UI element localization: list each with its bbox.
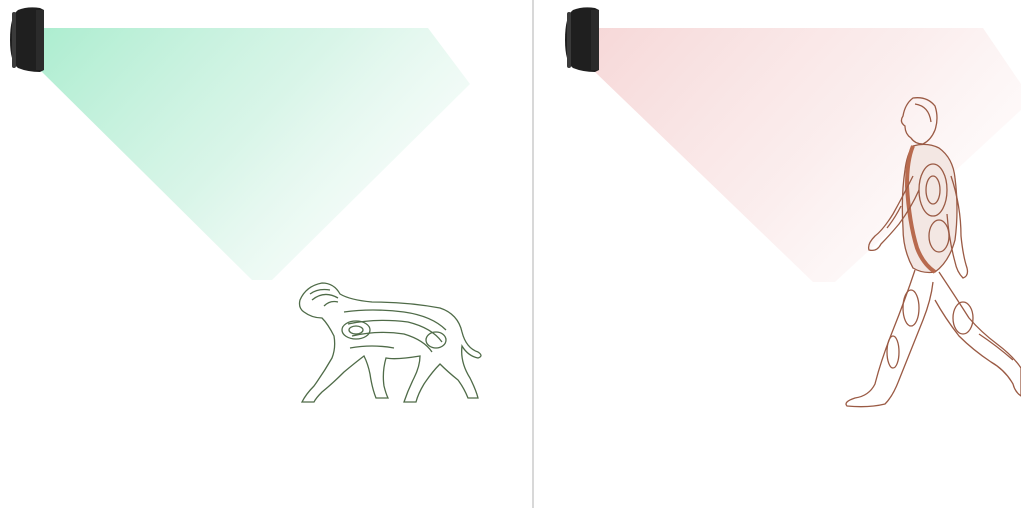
motion-sensor-icon xyxy=(10,7,44,72)
motion-sensor-icon xyxy=(565,7,599,72)
detection-beam xyxy=(595,28,1021,282)
pet-scene xyxy=(0,0,532,508)
dog-illustration xyxy=(300,283,482,402)
human-detection-panel xyxy=(535,0,1021,508)
detection-beam xyxy=(40,28,470,280)
pet-immune-panel xyxy=(0,0,532,508)
panel-divider xyxy=(532,0,534,508)
human-scene xyxy=(535,0,1021,508)
